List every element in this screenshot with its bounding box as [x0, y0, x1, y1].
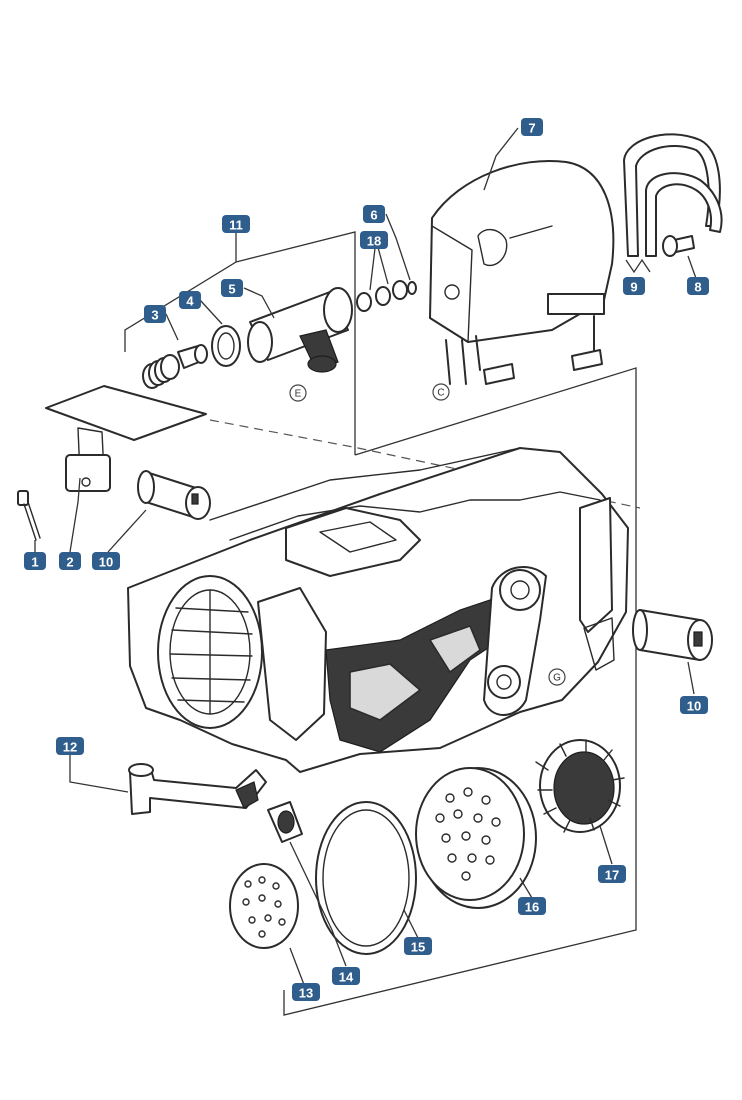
callout-badge-shape [59, 552, 81, 570]
callout-badge-shape [222, 215, 250, 233]
callout-number: 18 [367, 234, 381, 249]
callout-c15: 15 [404, 937, 432, 955]
part-motor-housing [429, 160, 615, 385]
marker-letter: G [553, 673, 561, 684]
callout-badge-shape [360, 231, 388, 249]
part-plug [662, 235, 695, 257]
callout-number: 7 [528, 121, 535, 136]
part-small-rings [356, 280, 417, 312]
callout-c9: 9 [623, 277, 645, 295]
callout-c2: 2 [59, 552, 81, 570]
callout-c6: 6 [363, 205, 385, 223]
part-cylinder-left [137, 470, 211, 520]
callout-number: 15 [411, 940, 425, 955]
part-hoses [623, 133, 723, 274]
callout-c8: 8 [687, 277, 709, 295]
callout-c10b: 10 [680, 696, 708, 714]
callout-c11: 11 [222, 215, 250, 233]
callout-badge-shape [623, 277, 645, 295]
callout-badge-shape [332, 967, 360, 985]
callout-c5: 5 [221, 279, 243, 297]
callout-badge-shape [404, 937, 432, 955]
callout-badge-shape [687, 277, 709, 295]
marker-lG: G [548, 668, 566, 686]
callout-number: 6 [370, 208, 377, 223]
callout-number: 3 [151, 308, 158, 323]
marker-letter: E [295, 389, 302, 400]
callout-badge-shape [518, 897, 546, 915]
part-adapter [267, 801, 303, 843]
part-flap-lid [45, 385, 207, 492]
part-perforated-disc [415, 767, 537, 909]
callout-c17: 17 [598, 865, 626, 883]
callout-number: 10 [687, 699, 701, 714]
callout-badge-shape [24, 552, 46, 570]
callout-number: 8 [694, 280, 701, 295]
callout-badge-shape [144, 305, 166, 323]
callout-number: 14 [339, 970, 354, 985]
callout-number: 16 [525, 900, 539, 915]
part-spring [142, 344, 208, 389]
part-small-disc [229, 863, 299, 949]
callout-number: 9 [630, 280, 637, 295]
callout-c4: 4 [179, 291, 201, 309]
callout-c1: 1 [24, 552, 46, 570]
callout-number: 1 [31, 555, 38, 570]
marker-lE: E [289, 384, 307, 402]
part-valve-assembly [247, 287, 353, 373]
callout-badge-shape [92, 552, 120, 570]
callout-number: 13 [299, 986, 313, 1001]
callout-number: 11 [229, 218, 243, 233]
part-seal-ring [211, 325, 241, 367]
part-outlet-tube [128, 763, 267, 815]
callout-badge-shape [292, 983, 320, 1001]
connection-markers: E C G [289, 383, 566, 686]
callout-c14: 14 [332, 967, 360, 985]
callout-badge-shape [680, 696, 708, 714]
marker-lC: C [432, 383, 450, 401]
callout-badge-shape [598, 865, 626, 883]
callout-number: 10 [99, 555, 113, 570]
callout-badge-shape [521, 118, 543, 136]
callout-c10a: 10 [92, 552, 120, 570]
callout-c16: 16 [518, 897, 546, 915]
callout-number: 2 [66, 555, 73, 570]
part-large-ring [315, 801, 417, 955]
callout-number: 4 [186, 294, 194, 309]
marker-circle [289, 384, 307, 402]
marker-circle [432, 383, 450, 401]
callout-badge-shape [363, 205, 385, 223]
callout-c12: 12 [56, 737, 84, 755]
callout-number: 17 [605, 868, 619, 883]
callout-badge-shape [179, 291, 201, 309]
callout-badge-shape [56, 737, 84, 755]
callout-c13: 13 [292, 983, 320, 1001]
callout-c3: 3 [144, 305, 166, 323]
callout-badge-shape [221, 279, 243, 297]
part-main-body [127, 447, 629, 773]
part-screw [17, 490, 41, 541]
marker-letter: C [437, 388, 444, 399]
marker-circle [548, 668, 566, 686]
callout-c7: 7 [521, 118, 543, 136]
callout-c18: 18 [360, 231, 388, 249]
callout-number: 12 [63, 740, 77, 755]
part-cylinder-right [632, 609, 713, 661]
callout-number: 5 [228, 282, 235, 297]
part-spiked-disc [535, 739, 625, 833]
